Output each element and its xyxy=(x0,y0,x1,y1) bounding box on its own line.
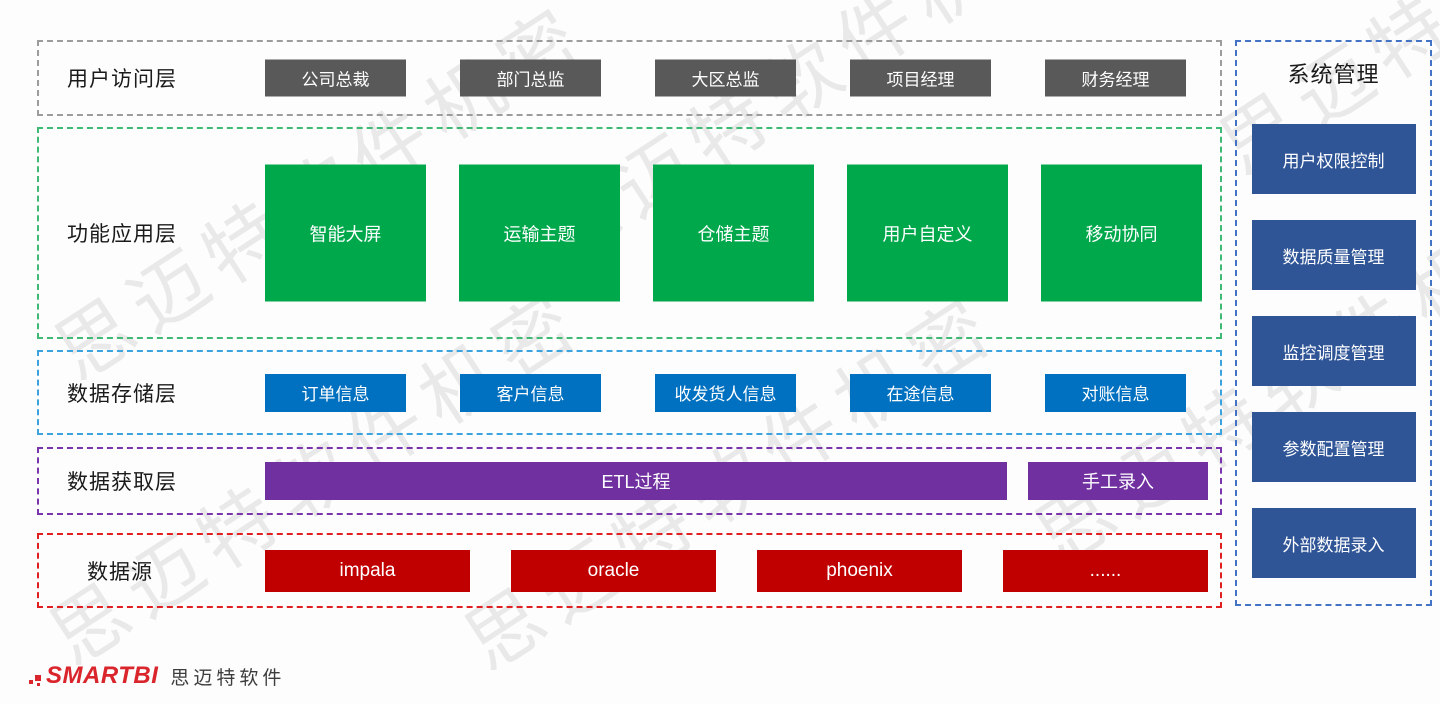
sidebar-system-management: 系统管理 用户权限控制 数据质量管理 监控调度管理 参数配置管理 外部数据录入 xyxy=(1235,40,1432,606)
sidebar-item: 参数配置管理 xyxy=(1251,412,1416,482)
datasource-box: ...... xyxy=(1003,549,1208,592)
acquisition-box-manual-entry: 手工录入 xyxy=(1028,462,1208,500)
app-box: 仓储主题 xyxy=(653,164,814,302)
storage-box: 客户信息 xyxy=(460,373,601,412)
sidebar-items: 用户权限控制 数据质量管理 监控调度管理 参数配置管理 外部数据录入 xyxy=(1251,124,1416,578)
layer-label-user-access: 用户访问层 xyxy=(67,68,177,91)
storage-box: 收发货人信息 xyxy=(655,373,796,412)
app-box: 移动协同 xyxy=(1041,164,1202,302)
layer-function-application: 功能应用层 智能大屏 运输主题 仓储主题 用户自定义 移动协同 xyxy=(37,127,1222,339)
user-access-boxes: 公司总裁 部门总监 大区总监 项目经理 财务经理 xyxy=(265,59,1186,97)
sidebar-item: 数据质量管理 xyxy=(1251,220,1416,290)
role-box: 大区总监 xyxy=(655,59,796,97)
smartbi-logo-mark-icon xyxy=(29,675,41,686)
role-box: 部门总监 xyxy=(460,59,601,97)
company-name: 思迈特软件 xyxy=(170,667,286,689)
data-source-boxes: impala oracle phoenix ...... xyxy=(265,549,1208,592)
function-application-boxes: 智能大屏 运输主题 仓储主题 用户自定义 移动协同 xyxy=(265,164,1202,302)
layer-label-data-acquisition: 数据获取层 xyxy=(67,471,177,494)
acquisition-box-etl: ETL过程 xyxy=(265,462,1007,500)
sidebar-item: 外部数据录入 xyxy=(1251,508,1416,578)
layer-data-acquisition: 数据获取层 ETL过程 手工录入 xyxy=(37,447,1222,515)
datasource-box: impala xyxy=(265,549,470,592)
layer-label-data-storage: 数据存储层 xyxy=(67,382,177,406)
layer-label-function-application: 功能应用层 xyxy=(67,223,177,246)
smartbi-logo-text: SMARTBI xyxy=(46,662,159,689)
storage-box: 订单信息 xyxy=(265,373,406,412)
sidebar-item: 用户权限控制 xyxy=(1251,124,1416,194)
smartbi-logo: SMARTBI 思迈特软件 xyxy=(28,662,285,690)
sidebar-item: 监控调度管理 xyxy=(1251,316,1416,386)
layer-label-data-source: 数据源 xyxy=(87,560,153,584)
app-box: 用户自定义 xyxy=(847,164,1008,302)
app-box: 运输主题 xyxy=(459,164,620,302)
app-box: 智能大屏 xyxy=(265,164,426,302)
role-box: 财务经理 xyxy=(1045,59,1186,97)
layer-data-storage: 数据存储层 订单信息 客户信息 收发货人信息 在途信息 对账信息 xyxy=(37,350,1222,435)
data-storage-boxes: 订单信息 客户信息 收发货人信息 在途信息 对账信息 xyxy=(265,373,1186,412)
datasource-box: oracle xyxy=(511,549,716,592)
storage-box: 在途信息 xyxy=(850,373,991,412)
data-acquisition-boxes: ETL过程 手工录入 xyxy=(265,462,1208,500)
layer-data-source: 数据源 impala oracle phoenix ...... xyxy=(37,533,1222,608)
storage-box: 对账信息 xyxy=(1045,373,1186,412)
datasource-box: phoenix xyxy=(757,549,962,592)
layer-user-access: 用户访问层 公司总裁 部门总监 大区总监 项目经理 财务经理 xyxy=(37,40,1222,116)
sidebar-title: 系统管理 xyxy=(1287,62,1380,87)
role-box: 公司总裁 xyxy=(265,59,406,97)
role-box: 项目经理 xyxy=(850,59,991,97)
